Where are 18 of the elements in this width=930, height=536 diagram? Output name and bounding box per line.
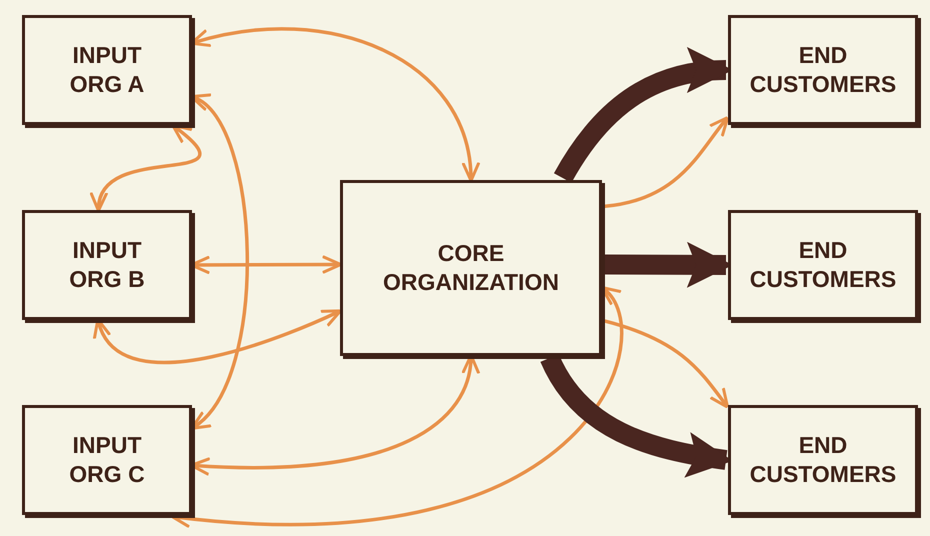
process-box [728, 15, 918, 125]
process-box [22, 15, 192, 125]
process-box [22, 210, 192, 320]
arrow [604, 116, 730, 208]
box-label: END CUSTOMERS [748, 41, 898, 99]
box-label: INPUT ORG B [68, 236, 146, 294]
process-box [728, 405, 918, 515]
box-label: INPUT ORG C [68, 431, 146, 489]
process-box [728, 210, 918, 320]
arrow [96, 309, 342, 364]
process-box [22, 405, 192, 515]
arrow [604, 319, 730, 409]
box-label: END CUSTOMERS [748, 431, 898, 489]
process-box [340, 180, 602, 356]
arrow [170, 286, 623, 528]
box-label: END CUSTOMERS [748, 236, 898, 294]
box-label: INPUT ORG A [68, 41, 146, 99]
box-label: CORE ORGANIZATION [382, 239, 560, 297]
